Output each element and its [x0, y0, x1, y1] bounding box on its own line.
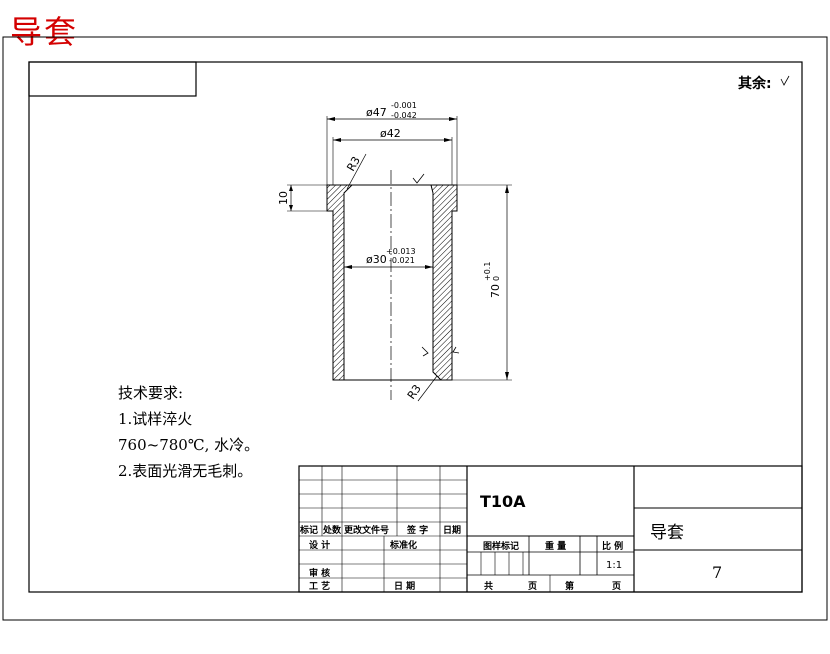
sheet-border: [2, 36, 828, 621]
dim-radius-bottom: R3: [405, 382, 424, 401]
code-box: [28, 61, 197, 97]
stage-mark-label: 图样标记: [483, 542, 520, 552]
notes-line: 1.试样淬火: [118, 410, 193, 428]
roughness-mark-right: [452, 346, 460, 354]
scale-label: 比 例: [602, 542, 624, 552]
roughness-mark-left: [421, 346, 429, 357]
dim-length-tol-upper: +0.1: [483, 262, 492, 281]
dim-length-tol-lower: 0: [492, 276, 501, 281]
dim-bore-tol-lower: -0.021: [389, 256, 415, 265]
scale-value: 1:1: [606, 560, 623, 571]
roughness-mark-remaining: [780, 75, 790, 86]
section-left-wall: [326, 184, 354, 381]
dim-outer-body: ø42: [380, 127, 401, 140]
header-sign: 签 字: [407, 526, 429, 536]
notes-heading: 技术要求:: [118, 384, 184, 402]
dim-flange-height: 10: [277, 191, 290, 205]
header-change-doc: 更改文件号: [344, 526, 390, 536]
title-block: [298, 465, 803, 593]
roughness-mark-top: [412, 173, 425, 184]
dim-bore-tol-upper: +0.013: [386, 247, 416, 256]
dim-outer-flange-tol-lower: -0.042: [391, 111, 417, 120]
leader-radius-top: [346, 153, 367, 190]
header-date: 日期: [443, 526, 462, 536]
standardize-label: 标准化: [390, 541, 418, 551]
notes-line: 760~780℃, 水冷。: [118, 436, 260, 454]
drawing-frame: [28, 61, 803, 593]
design-label: 设 计: [309, 541, 331, 551]
weight-label: 重 量: [545, 542, 567, 552]
header-mark: 标记: [300, 526, 319, 536]
dim-outer-flange-tol-upper: -0.001: [391, 101, 417, 110]
process-label: 工 艺: [309, 582, 331, 592]
part-name: 导套: [650, 523, 684, 543]
remaining-roughness-label: 其余:: [738, 76, 772, 92]
notes-line: 2.表面光滑无毛刺。: [118, 462, 253, 480]
dim-bore: ø30: [366, 253, 387, 266]
material: T10A: [480, 492, 526, 511]
leader-radius-bottom: [417, 375, 438, 402]
drawing-title: 导套: [10, 13, 79, 51]
drawing-number: 7: [712, 563, 723, 582]
sheet-unit: 页: [528, 582, 538, 592]
sheet-no-label: 第: [565, 582, 575, 592]
section-right-wall: [430, 184, 458, 381]
technical-requirements: 技术要求: 1.试样淬火 760~780℃, 水冷。 2.表面光滑无毛刺。: [118, 380, 259, 484]
total-label: 共: [484, 582, 494, 592]
sheet-unit-2: 页: [612, 582, 622, 592]
header-count: 处数: [323, 526, 342, 536]
review-label: 审 核: [309, 569, 331, 579]
date-label: 日 期: [394, 582, 416, 592]
dim-radius-top: R3: [344, 154, 363, 173]
dim-outer-flange: ø47: [366, 106, 387, 119]
dim-length: 70: [489, 284, 502, 298]
